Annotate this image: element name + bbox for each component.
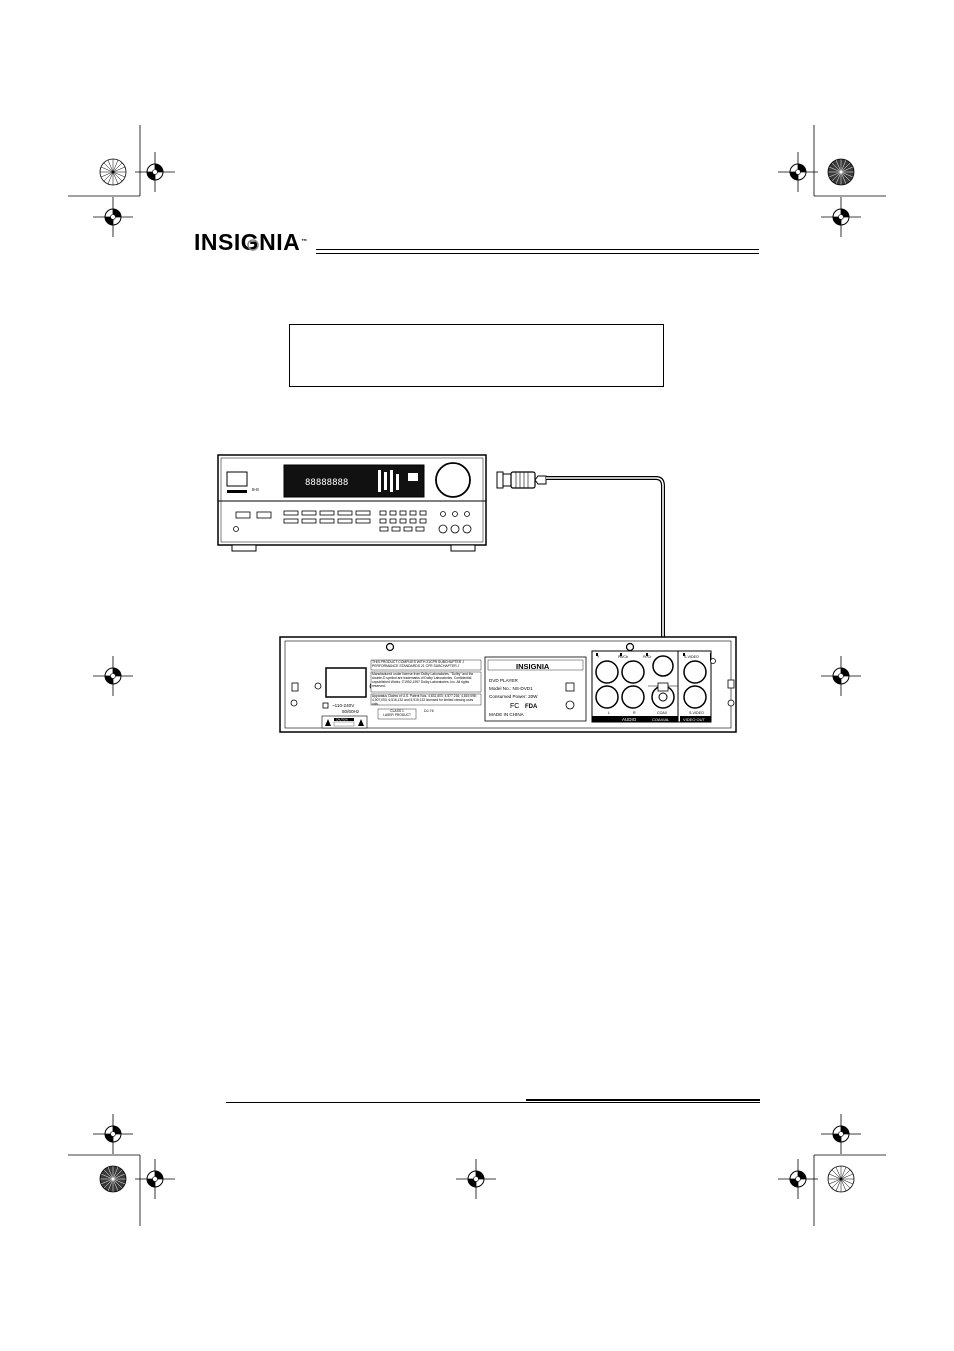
dvd-label-model: Model No.: NS-DVD1	[489, 686, 533, 691]
header-rule-thin	[316, 253, 759, 254]
dvd-warning-label: CAUTION	[336, 718, 348, 722]
crop-marks-bottom	[68, 1154, 886, 1226]
dvd-laser-code: DJ-76	[424, 709, 434, 713]
dvd-label-fda: FDA	[525, 704, 538, 710]
logo-accent	[247, 239, 259, 251]
dvd-jack-label-r: R	[633, 711, 636, 715]
color-target-bottom-left	[99, 1165, 127, 1193]
registration-mark-top-4	[820, 196, 862, 238]
dvd-jack-label-pr: Pr/Cr	[643, 655, 652, 659]
dvd-section-audio: AUDIO	[622, 717, 637, 722]
dvd-laser-text: CLASS 1 LASER PRODUCT	[382, 709, 412, 717]
dvd-video-label: S-VIDEO	[689, 711, 704, 715]
dvd-jack-label-pb: Pb/Cb	[618, 655, 628, 659]
color-target-top-right	[827, 158, 855, 186]
registration-mark-top-1	[134, 151, 176, 193]
registration-mark-left-mid	[92, 655, 134, 697]
dvd-player-rear-panel: ~110-240V 50/60Hz CAUTION THIS PRODUCT C…	[279, 636, 737, 733]
dvd-patent-text: Apparatus Claims of U.S. Patent Nos. 4,6…	[372, 694, 477, 705]
dvd-label-origin: MADE IN CHINA	[489, 712, 525, 717]
registration-mark-bottom-1	[92, 1113, 134, 1155]
av-receiver: 8-8 88888888	[217, 454, 487, 552]
dvd-label-fc: FC	[510, 703, 519, 710]
registration-mark-right-mid	[820, 655, 862, 697]
trademark-mark: ™	[301, 239, 308, 245]
footer-rule	[226, 1102, 760, 1103]
dvd-jack-label-coax: COAX	[657, 711, 668, 715]
dvd-jack-label-l: L	[608, 711, 610, 715]
dvd-label-power: Consumed Power: 20W	[489, 694, 538, 699]
dvd-frequency: 50/60Hz	[342, 709, 360, 714]
registration-mark-bottom-2	[820, 1113, 862, 1155]
dvd-section-coaxial: COAXIAL	[652, 717, 670, 722]
receiver-model-label: 8-8	[252, 487, 259, 492]
crop-marks-top	[68, 125, 886, 197]
header-rule	[316, 249, 759, 250]
dvd-svideo-label: S-VIDEO	[684, 655, 699, 659]
footer-rule-thick	[526, 1099, 760, 1101]
dvd-label-brand: INSIGNIA	[516, 662, 550, 671]
registration-mark-bottom-4	[777, 1158, 819, 1200]
dvd-section-video: VIDEO OUT	[683, 717, 706, 722]
note-box	[289, 324, 664, 387]
dvd-dolby-text: Manufactured under license from Dolby La…	[372, 672, 474, 688]
registration-mark-top-3	[92, 196, 134, 238]
brand-logo: INSIGNIA™	[194, 228, 308, 256]
color-target-top-left	[99, 158, 127, 186]
dvd-label-title: DVD PLAYER	[489, 678, 518, 683]
dvd-voltage: ~110-240V	[332, 703, 355, 708]
receiver-display-text: 88888888	[305, 478, 348, 488]
dvd-compliance-text: THIS PRODUCT COMPLIES WITH 21CFR SUBCHAP…	[372, 660, 464, 668]
registration-mark-bottom-center	[455, 1158, 497, 1200]
brand-name: INSIGNIA	[194, 229, 301, 255]
registration-mark-bottom-3	[134, 1158, 176, 1200]
dvd-jack-label-y: Y	[597, 655, 600, 659]
registration-mark-top-2	[777, 151, 819, 193]
color-target-bottom-right	[827, 1165, 855, 1193]
